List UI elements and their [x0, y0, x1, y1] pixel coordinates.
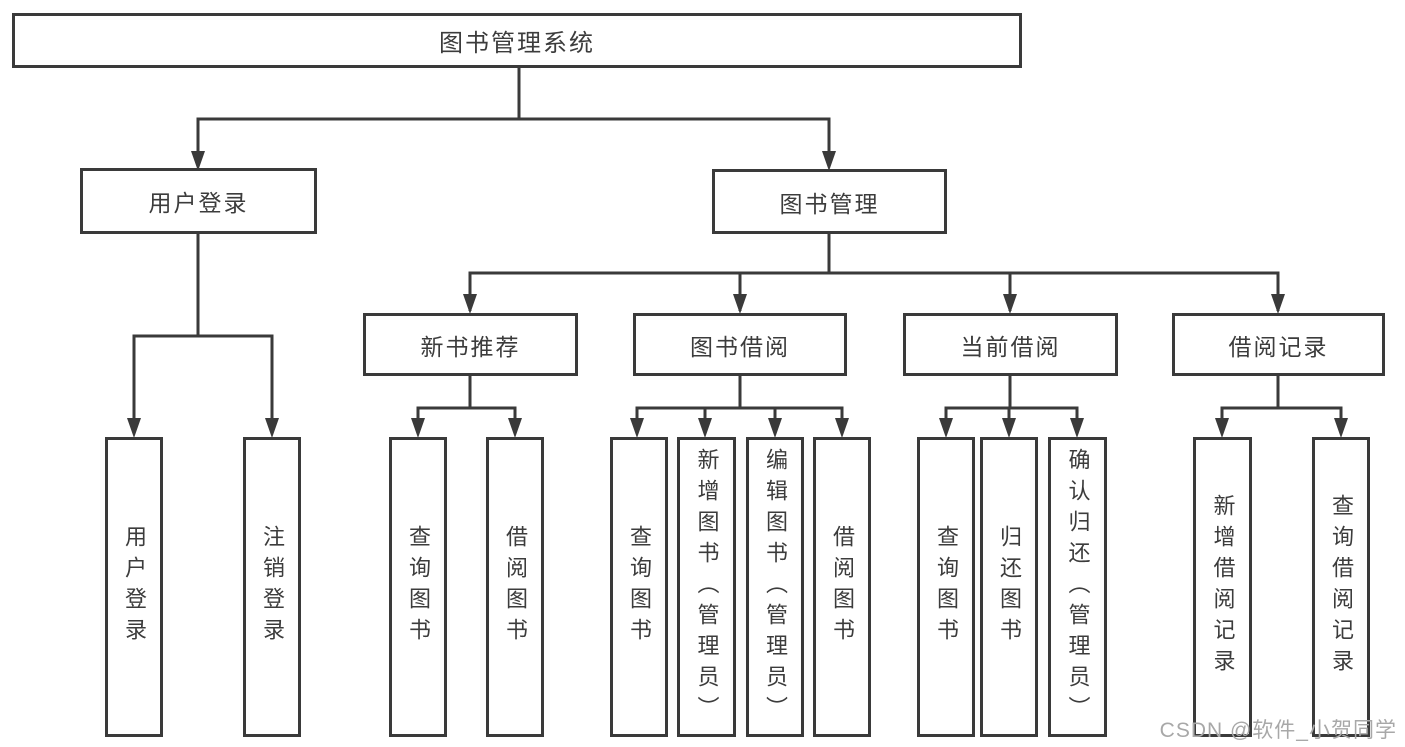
node-root: 图书管理系统: [12, 13, 1022, 68]
leaf-add-book-admin-label: 新增图书（管理员）: [694, 447, 720, 727]
leaf-user-login: 用户登录: [105, 437, 163, 737]
connector-login-to-leaves: [127, 233, 279, 438]
leaf-confirm-return-admin: 确认归还（管理员）: [1048, 437, 1107, 737]
leaf-query-books-borrow: 查询图书: [610, 437, 668, 737]
leaf-query-borrow-record: 查询借阅记录: [1312, 437, 1370, 737]
leaf-query-books-current-label: 查询图书: [934, 525, 959, 649]
leaf-borrow-books-recommend-label: 借阅图书: [503, 525, 528, 649]
csdn-watermark: CSDN @软件_小贺同学: [1159, 719, 1397, 742]
connector-management-to-sections: [463, 234, 1285, 314]
leaf-edit-book-admin: 编辑图书（管理员）: [746, 437, 804, 737]
leaf-user-login-label: 用户登录: [122, 525, 147, 649]
node-borrow-records: 借阅记录: [1172, 313, 1385, 376]
leaf-return-book: 归还图书: [980, 437, 1038, 737]
node-current-borrow: 当前借阅: [903, 313, 1118, 376]
node-new-book-recommend: 新书推荐: [363, 313, 578, 376]
leaf-borrow-books: 借阅图书: [813, 437, 871, 737]
connector-root-to-level2: [191, 66, 836, 171]
leaf-edit-book-admin-label: 编辑图书（管理员）: [763, 447, 788, 727]
node-user-login: 用户登录: [80, 168, 317, 234]
leaf-query-books-recommend-label: 查询图书: [406, 525, 431, 649]
connector-recommend-to-leaves: [411, 376, 522, 438]
leaf-return-book-label: 归还图书: [997, 525, 1022, 649]
connector-records-to-leaves: [1215, 376, 1348, 438]
leaf-logout: 注销登录: [243, 437, 301, 737]
leaf-query-books-current: 查询图书: [917, 437, 975, 737]
leaf-borrow-books-label: 借阅图书: [830, 525, 855, 649]
leaf-confirm-return-admin-label: 确认归还（管理员）: [1065, 447, 1091, 727]
leaf-logout-label: 注销登录: [260, 525, 285, 649]
leaf-add-book-admin: 新增图书（管理员）: [677, 437, 736, 737]
leaf-borrow-books-recommend: 借阅图书: [486, 437, 544, 737]
leaf-add-borrow-record-label: 新增借阅记录: [1210, 494, 1236, 680]
leaf-query-books-recommend: 查询图书: [389, 437, 447, 737]
connector-borrow-to-leaves: [630, 376, 849, 438]
leaf-add-borrow-record: 新增借阅记录: [1193, 437, 1252, 737]
node-book-management: 图书管理: [712, 169, 947, 234]
node-book-borrow: 图书借阅: [633, 313, 847, 376]
leaf-query-borrow-record-label: 查询借阅记录: [1329, 494, 1354, 680]
connector-current-to-leaves: [939, 376, 1084, 438]
leaf-query-books-borrow-label: 查询图书: [627, 525, 652, 649]
